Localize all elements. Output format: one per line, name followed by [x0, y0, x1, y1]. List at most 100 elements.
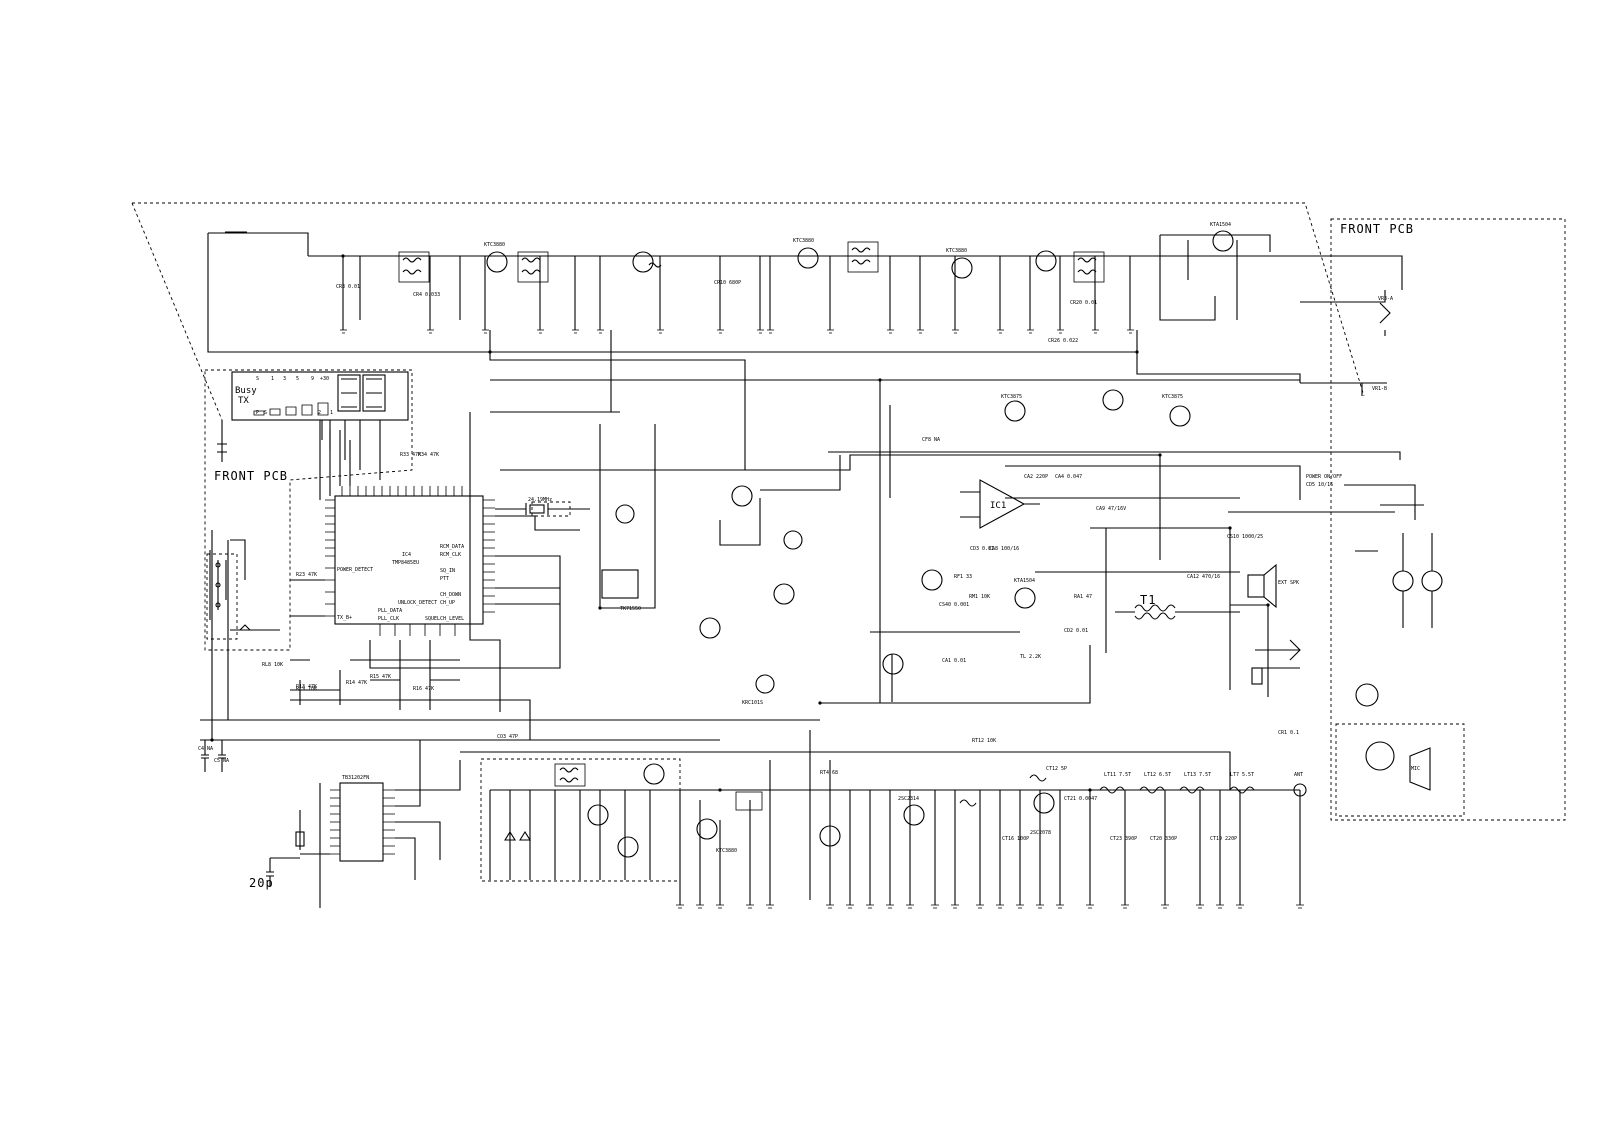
part-label: CD3 0.01: [970, 546, 994, 552]
front-pcb-label-left: FRONT PCB: [214, 469, 288, 483]
part-label: CS10 1000/25: [1227, 534, 1263, 540]
part-label: C5 NA: [214, 758, 229, 764]
mic-connector: [1355, 683, 1431, 791]
transistor-label: KRC101S: [742, 700, 763, 706]
front-pcb-left-box: [204, 369, 413, 651]
u1-label: TK71550: [620, 606, 641, 612]
part-label: LT11 7.5T: [1104, 772, 1131, 778]
ic4-pin-ch-down: CH_DOWN: [440, 592, 461, 598]
part-label: CA12 470/16: [1187, 574, 1220, 580]
part-label: CA1 0.01: [942, 658, 966, 664]
transistor-label: KTA1504: [1014, 578, 1035, 584]
scale-30: +30: [320, 376, 329, 382]
ext-spk-label: EXT SPK: [1278, 580, 1299, 586]
part-label: CS40 0.001: [939, 602, 969, 608]
part-label: RL8 10K: [262, 662, 283, 668]
transistor-label: KTC3880: [793, 238, 814, 244]
ic4-pin-rcm-clk: RCM_CLK: [440, 552, 461, 558]
pos-1: 1: [330, 410, 333, 416]
ic4-pin-rcm-data: RCM_DATA: [440, 544, 464, 550]
part-label: CA9 47/16V: [1096, 506, 1126, 512]
part-label: RM1 10K: [969, 594, 990, 600]
scale-s: S: [256, 376, 259, 382]
part-label: CO3 47P: [497, 734, 518, 740]
ic4-part-label: TMP8485EU: [392, 560, 419, 566]
part-label: R23 47K: [296, 572, 317, 578]
part-label: RF1 33: [954, 574, 972, 580]
board-outline: [131, 202, 1566, 821]
part-label: CR4 0.033: [413, 292, 440, 298]
part-label: RT4 68: [820, 770, 838, 776]
ic4-pin-ch-up: CH_UP: [440, 600, 455, 606]
part-label: CT23 390P: [1110, 836, 1137, 842]
pos-2: 2: [318, 410, 321, 416]
part-label: R33 47K: [400, 452, 421, 458]
part-label: CT19 220P: [1210, 836, 1237, 842]
part-label: CR26 0.022: [1048, 338, 1078, 344]
part-label: R15 47K: [370, 674, 391, 680]
ic4-label: IC4: [402, 552, 411, 558]
scale-5: 5: [296, 376, 299, 382]
ic3-chip: [299, 740, 461, 908]
ic4-pin-pll-clk: PLL_CLK: [378, 616, 399, 622]
transistor-label: KTA1504: [1210, 222, 1231, 228]
part-label: CR20 0.01: [1070, 300, 1097, 306]
ic4-pin-power-detect: POWER_DETECT: [337, 567, 373, 573]
ic1-op-amp: [960, 479, 1040, 529]
ic4-pin-tx-b: TX_B+: [337, 615, 352, 621]
xtal-cap-bottom-left: [266, 831, 305, 886]
ext-connector-bracket: [1251, 639, 1301, 685]
rf-output-chain: [679, 730, 1307, 905]
transistor-label: KTC3875: [1001, 394, 1022, 400]
transistor-label: KTC3880: [946, 248, 967, 254]
left-wiring: [290, 412, 501, 712]
right-front-pcb: [1300, 290, 1443, 628]
u1-regulator: [601, 569, 639, 599]
mic-label: MIC: [1411, 766, 1420, 772]
junction-dots: [210, 254, 1270, 792]
part-label: R14 47K: [346, 680, 367, 686]
ic1-label: IC1: [990, 501, 1006, 511]
part-label: RA1 47: [1074, 594, 1092, 600]
part-label: CR10 680P: [714, 280, 741, 286]
t1-transformer: [1115, 604, 1240, 620]
center-buses: [200, 379, 1401, 790]
ic4-chip: [290, 420, 580, 669]
part-label: CF8 NA: [922, 437, 940, 443]
pin-group-box: [206, 553, 238, 640]
part-label: CT20 330P: [1150, 836, 1177, 842]
part-label: CA8 100/16: [989, 546, 1019, 552]
top-rf-rail: [207, 231, 1403, 470]
crystal-x4-label: 24.19MHz: [528, 497, 552, 503]
scale-1: 1: [271, 376, 274, 382]
ic4-pin-sq-in: SQ_IN: [440, 568, 455, 574]
part-label: RL9 10K: [296, 686, 317, 692]
ic4-pin-ptt: PTT: [440, 576, 449, 582]
part-label: LT7 5.5T: [1230, 772, 1254, 778]
center-transistors: [615, 389, 1191, 694]
display-panel: [217, 371, 409, 480]
channel-switch: [209, 539, 280, 631]
power-label: POWER ON/OFF: [1306, 474, 1342, 480]
transistor-label: KTC3880: [716, 848, 737, 854]
part-label: R34 47K: [418, 452, 439, 458]
ic4-pin-squelch-level: SQUELCH_LEVEL: [425, 616, 464, 622]
part-label: CD2 0.01: [1064, 628, 1088, 634]
busy-label: Busy: [235, 386, 257, 396]
bottom-left-caps: [201, 740, 226, 772]
part-label: RT12 10K: [972, 738, 996, 744]
part-label: CT21 0.0047: [1064, 796, 1097, 802]
ic4-pin-pll-data: PLL_DATA: [378, 608, 402, 614]
bottom-grounds: [676, 904, 1304, 909]
pos-s: S: [264, 410, 267, 416]
top-grounds: [340, 329, 1134, 334]
pos-p: P: [256, 410, 259, 416]
part-label: R13 47K: [296, 684, 317, 690]
crystal-x4: [495, 503, 590, 515]
transistor-label: 2SC2314: [898, 796, 919, 802]
rf-submodule: [489, 763, 680, 880]
part-label: CR1 0.1: [1278, 730, 1299, 736]
part-label: VR1-B: [1372, 386, 1387, 392]
part-label: CA4 0.047: [1055, 474, 1082, 480]
